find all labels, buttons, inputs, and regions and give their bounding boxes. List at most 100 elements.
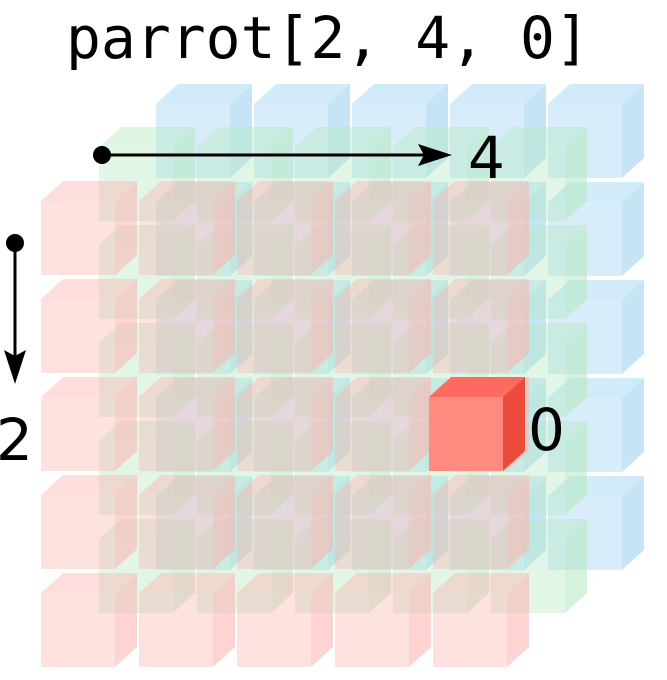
cube-top-face	[197, 127, 293, 147]
cube-top-face	[237, 573, 333, 593]
voxel-cube	[335, 279, 431, 373]
cube-side-face	[369, 519, 391, 613]
cube-side-face	[565, 127, 587, 221]
cube-top-face	[41, 377, 137, 397]
title-label: parrot[2, 4, 0]	[66, 4, 590, 72]
cube-top-face	[352, 84, 448, 104]
cube-side-face	[311, 573, 333, 667]
cube-side-face	[622, 280, 644, 374]
cube-side-face	[565, 421, 587, 515]
cube-front-face	[335, 299, 409, 373]
cube-side-face	[409, 279, 431, 373]
cube-side-face	[467, 127, 489, 221]
cube-top-face	[139, 279, 235, 299]
column-index-label: 4	[468, 124, 505, 192]
cube-side-face	[230, 182, 252, 276]
cube-side-face	[507, 279, 529, 373]
cube-top-face	[139, 181, 235, 201]
cube-side-face	[622, 84, 644, 178]
cube-side-face	[622, 378, 644, 472]
cube-top-face	[237, 181, 333, 201]
cube-front-face	[139, 495, 213, 569]
cube-front-face	[237, 593, 311, 667]
cube-top-face	[156, 84, 252, 104]
cube-side-face	[524, 476, 546, 570]
cube-top-face	[139, 475, 235, 495]
cube-side-face	[230, 476, 252, 570]
cube-side-face	[173, 323, 195, 417]
cube-top-face	[99, 127, 195, 147]
voxel-cube	[335, 181, 431, 275]
cube-front-face	[139, 397, 213, 471]
cube-side-face	[369, 421, 391, 515]
cube-front-face	[433, 299, 507, 373]
cube-front-face	[41, 495, 115, 569]
cube-top-face	[450, 84, 546, 104]
cube-side-face	[213, 475, 235, 569]
voxel-cube	[433, 279, 529, 373]
voxel-cube	[139, 475, 235, 569]
cube-top-face	[491, 127, 587, 147]
cube-side-face	[173, 519, 195, 613]
cube-side-face	[115, 181, 137, 275]
voxel-cube	[139, 377, 235, 471]
cube-side-face	[467, 519, 489, 613]
cube-side-face	[507, 573, 529, 667]
cube-top-face	[41, 475, 137, 495]
cube-side-face	[213, 573, 235, 667]
voxel-grid	[41, 84, 644, 667]
cube-side-face	[115, 475, 137, 569]
cube-side-face	[213, 377, 235, 471]
row-axis-arrow	[4, 234, 26, 384]
cube-front-face	[335, 593, 409, 667]
cube-side-face	[213, 279, 235, 373]
voxel-cube	[139, 279, 235, 373]
cube-side-face	[311, 279, 333, 373]
cube-side-face	[426, 182, 448, 276]
cube-front-face	[41, 201, 115, 275]
cube-side-face	[524, 378, 546, 472]
cube-top-face	[335, 181, 431, 201]
cube-side-face	[565, 519, 587, 613]
cube-side-face	[426, 280, 448, 374]
cube-top-face	[335, 279, 431, 299]
cube-top-face	[433, 279, 529, 299]
cube-side-face	[271, 225, 293, 319]
column-axis-arrow	[93, 144, 452, 166]
cube-top-face	[237, 475, 333, 495]
cube-front-face	[433, 593, 507, 667]
cube-top-face	[139, 377, 235, 397]
cube-side-face	[524, 182, 546, 276]
cube-side-face	[311, 181, 333, 275]
cube-front-face	[433, 201, 507, 275]
cube-front-face	[139, 201, 213, 275]
voxel-cube	[433, 573, 529, 667]
cube-top-face	[295, 127, 391, 147]
cube-side-face	[271, 323, 293, 417]
cube-side-face	[115, 279, 137, 373]
voxel-cube	[237, 475, 333, 569]
cube-side-face	[173, 127, 195, 221]
cube-top-face	[254, 84, 350, 104]
cube-front-face	[41, 593, 115, 667]
voxel-cube	[237, 279, 333, 373]
cube-side-face	[622, 476, 644, 570]
cube-front-face	[335, 397, 409, 471]
cube-side-face	[271, 421, 293, 515]
cube-side-face	[328, 182, 350, 276]
cube-front-face	[237, 495, 311, 569]
cube-front-face	[429, 397, 503, 471]
voxel-cube	[237, 181, 333, 275]
cube-side-face	[230, 378, 252, 472]
voxel-cube	[433, 475, 529, 569]
cube-side-face	[328, 378, 350, 472]
cube-side-face	[565, 323, 587, 417]
cube-side-face	[426, 476, 448, 570]
cube-front-face	[335, 201, 409, 275]
cube-side-face	[524, 280, 546, 374]
column-arrow-head	[418, 144, 452, 166]
cube-side-face	[409, 573, 431, 667]
voxel-cube	[335, 573, 431, 667]
channel-index-label: 0	[528, 396, 565, 464]
